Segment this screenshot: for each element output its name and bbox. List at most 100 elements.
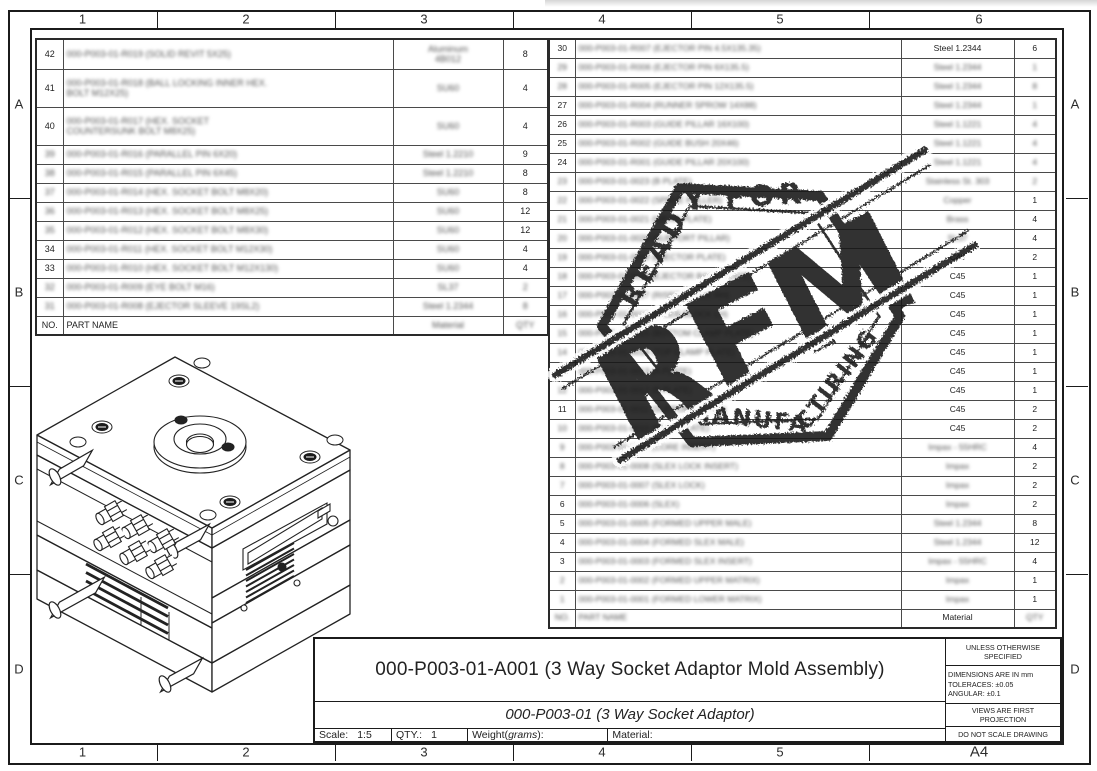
bom-material-cell: Stainless St. 303 [900, 171, 1015, 192]
bom-material-cell: Steel 1.2344 [900, 532, 1015, 553]
bom-no-cell: 35 [35, 220, 64, 241]
bom-qty-cell: 4 [502, 239, 549, 260]
bom-qty-cell: 1 [1013, 342, 1057, 363]
grid-column-label-bottom: 3 [420, 744, 428, 760]
bom-qty-cell: QTY [1013, 608, 1057, 629]
bom-material-cell: C45 [900, 323, 1015, 344]
bom-material-cell: Impax [900, 494, 1015, 515]
bom-material-cell: Impax - 55HRC [900, 437, 1015, 458]
bom-qty-cell: 8 [1013, 513, 1057, 534]
bom-no-cell: 26 [548, 114, 576, 135]
bom-material-cell: Steel 1.2344 [900, 38, 1015, 59]
bom-partname-cell: 000-P003-01-R016 (PARALLEL PIN 6X20) [62, 144, 394, 165]
bom-no-cell: NO. [35, 315, 64, 336]
bom-qty-cell: 1 [1013, 266, 1057, 287]
bom-material-cell: SU60 [392, 220, 504, 241]
bom-material-cell: Material [900, 608, 1015, 629]
bom-qty-cell: 2 [1013, 456, 1057, 477]
grid-column-label-bottom: 1 [78, 744, 87, 760]
sheet-inner-frame [30, 28, 1064, 745]
bom-partname-cell: 000-P003-01-0021 (WEAR PLATE) [574, 209, 902, 230]
bom-qty-cell: 4 [502, 68, 549, 108]
bom-material-cell: Copper [900, 190, 1015, 211]
bom-no-cell: 21 [548, 209, 576, 230]
bom-no-cell: 5 [548, 513, 576, 534]
grid-tick [335, 10, 336, 28]
bom-qty-cell: 1 [1013, 285, 1057, 306]
bom-qty-cell: 2 [1013, 418, 1057, 439]
grid-row-label-left: D [14, 661, 24, 676]
grid-tick [157, 743, 158, 761]
bom-partname-cell: 000-P003-01-0005 (FORMED UPPER MALE) [574, 513, 902, 534]
bom-material-cell: SL37 [900, 228, 1015, 249]
bom-partname-cell: PART NAME [62, 315, 394, 336]
bom-material-cell: C45 [900, 342, 1015, 363]
qty-cell: QTY.: 1 [392, 729, 469, 741]
bom-partname-cell: 000-P003-01-0006 (SLEX) [574, 494, 902, 515]
bom-partname-cell: 000-P003-01-0013 (A PLATE) [574, 361, 902, 382]
bom-material-cell: C45 [900, 399, 1015, 420]
bom-no-cell: 41 [35, 68, 64, 108]
bom-qty-cell: 1 [1013, 570, 1057, 591]
bom-no-cell: 7 [548, 475, 576, 496]
bom-qty-cell: 4 [502, 106, 549, 146]
bom-material-cell: Steel 1.1221 [900, 152, 1015, 173]
grid-tick [8, 198, 30, 199]
bom-no-cell: 19 [548, 247, 576, 268]
bom-no-cell: 3 [548, 551, 576, 572]
bom-partname-cell: 000-P003-01-0011 (SUPPORT PLATE) [574, 399, 902, 420]
bom-qty-cell: 2 [1013, 494, 1057, 515]
bom-no-cell: 15 [548, 323, 576, 344]
bom-no-cell: 13 [548, 361, 576, 382]
grid-row-label-left: B [14, 284, 24, 300]
bom-material-cell: Steel 1.2344 [900, 57, 1015, 78]
grid-tick [1066, 574, 1088, 575]
weight-cell: Weight(grams): [468, 729, 609, 741]
bom-qty-cell: 1 [1013, 57, 1057, 78]
bom-partname-cell: 000-P003-01-R007 (EJECTOR PIN 4.5X135.35… [574, 38, 902, 59]
weight-label-italic: grams [508, 729, 538, 741]
bom-no-cell: 24 [548, 152, 576, 173]
bom-partname-cell: 000-P003-01-0018 (EJECTOR BACK PLATE) [574, 266, 902, 287]
bom-qty-cell: 4 [1013, 114, 1057, 135]
grid-column-label-top: 2 [242, 11, 250, 27]
drawing-subtitle: 000-P003-01 (3 Way Socket Adaptor) [315, 702, 945, 729]
bom-material-cell: Steel 1.2344 [900, 76, 1015, 97]
bom-partname-cell: 000-P003-01-R008 (EJECTOR SLEEVE 19SL2) [62, 296, 394, 317]
bom-no-cell: 33 [35, 258, 64, 279]
material-cell: Material: [608, 729, 945, 741]
bom-no-cell: 1 [548, 589, 576, 610]
bom-material-cell: Impax - 55HRC [900, 551, 1015, 572]
bom-partname-cell: 000-P003-01-0016 (RISER BLOCK LH) [574, 304, 902, 325]
bom-qty-cell: 1 [1013, 190, 1057, 211]
scale-cell: Scale: 1:5 [315, 729, 392, 741]
scan-artifact [545, 0, 1097, 7]
side-plate-details [240, 502, 339, 612]
bom-no-cell: 12 [548, 380, 576, 401]
bom-no-cell: 6 [548, 494, 576, 515]
bom-material-cell: Aluminum 4B012 [392, 38, 504, 70]
bom-qty-cell: 1 [1013, 361, 1057, 382]
bom-no-cell: 28 [548, 76, 576, 97]
bom-no-cell: 23 [548, 171, 576, 192]
grid-tick [869, 743, 870, 761]
bom-no-cell: 22 [548, 190, 576, 211]
bom-no-cell: 29 [548, 57, 576, 78]
bom-qty-cell: 4 [502, 258, 549, 279]
